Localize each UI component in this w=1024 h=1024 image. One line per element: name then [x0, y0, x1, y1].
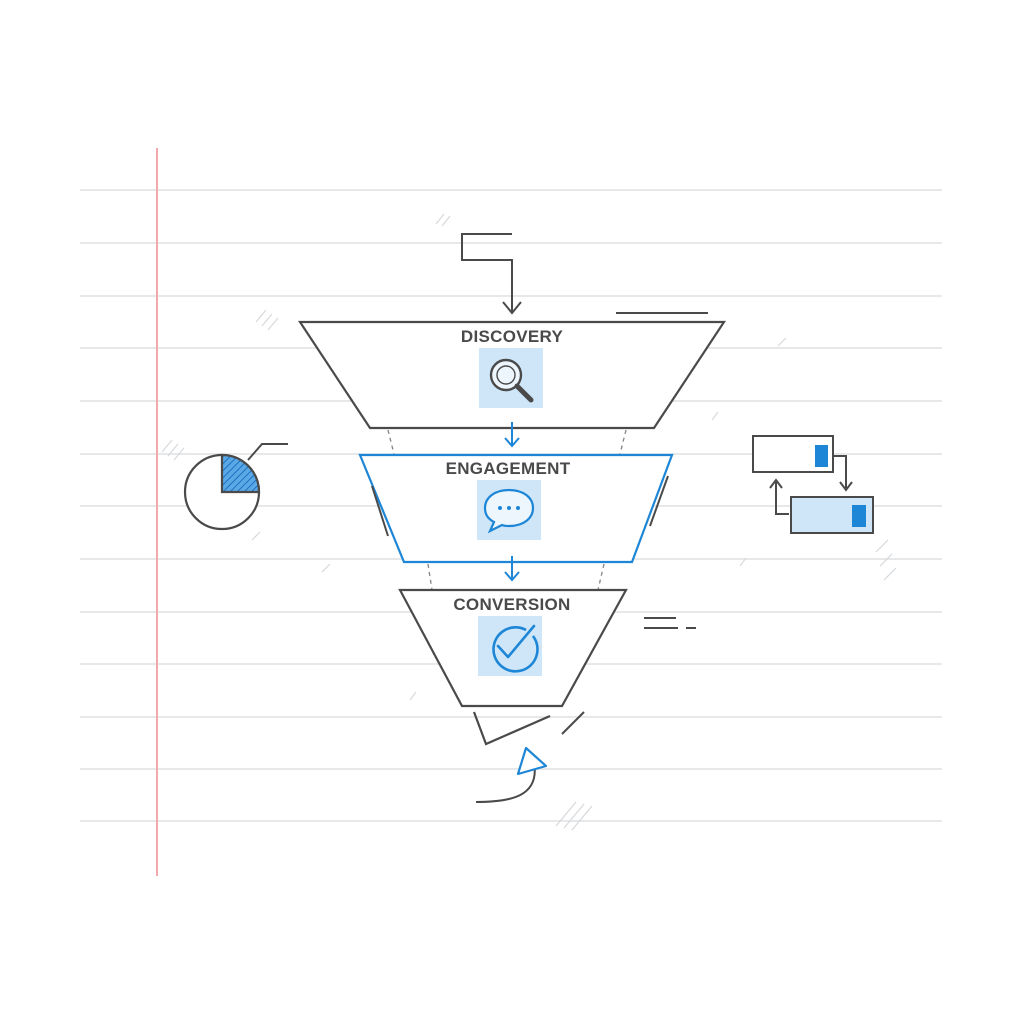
sketch-stroke — [371, 485, 389, 537]
check-circle-icon — [492, 624, 539, 673]
sketch-stroke — [649, 475, 669, 527]
arrow-down-icon — [504, 556, 520, 582]
conversion-icon-box — [478, 616, 542, 676]
stage-label-discovery: DISCOVERY — [461, 327, 564, 346]
stage-label-conversion: CONVERSION — [453, 595, 570, 614]
magnifier-icon — [489, 358, 534, 403]
sketch-hatches — [161, 213, 897, 831]
entry-arrow — [461, 233, 522, 315]
arrowhead-icon — [516, 746, 548, 776]
arrow-down-icon — [504, 422, 520, 448]
stage-label-engagement: ENGAGEMENT — [446, 459, 571, 478]
funnel-spout — [472, 711, 551, 746]
sketch-dashes — [644, 617, 696, 629]
sketch-stroke — [561, 711, 585, 735]
chat-bubble-icon — [483, 488, 535, 534]
pie-chart-icon — [183, 443, 288, 531]
sync-bars-icon — [752, 435, 874, 534]
loop-back-arrow — [475, 761, 536, 803]
